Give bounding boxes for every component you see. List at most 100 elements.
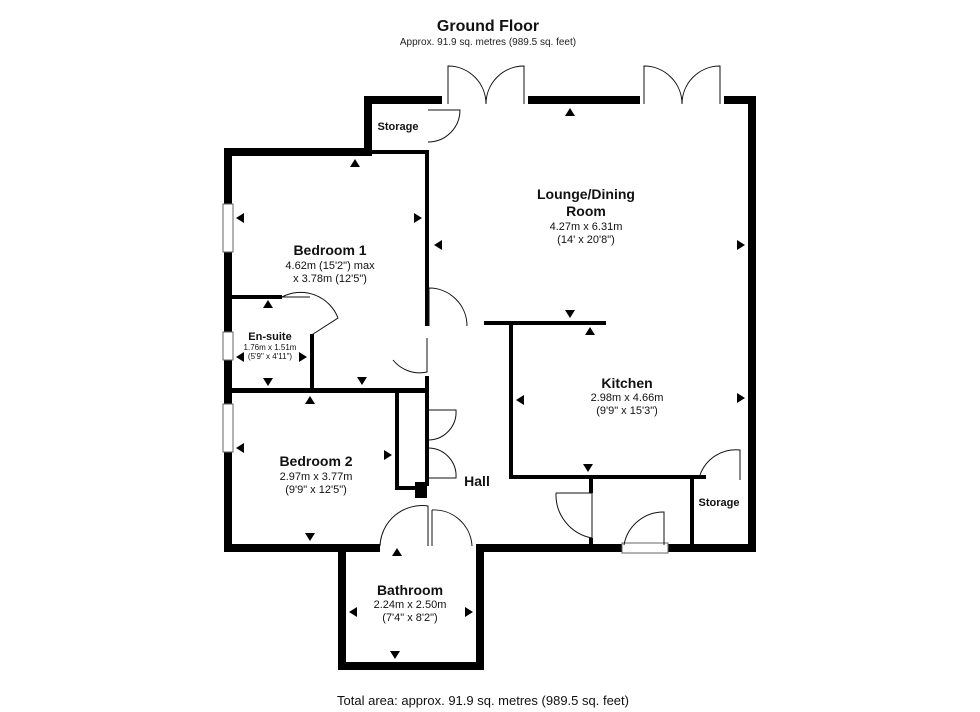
wall-storage-top [364,96,442,104]
arrow-ensuite-top [263,300,273,308]
arrow-kitchen-bottom [583,464,593,472]
plan-title: Ground Floor [437,18,539,35]
arrow-bed1-right [414,213,422,223]
arrow-kitchen-top [585,327,595,335]
room-kitchen: Kitchen 2.98m x 4.66m (9'9" x 15'3") [591,375,664,417]
window-bedroom2 [222,403,234,453]
wall-bath-bottom [338,662,484,670]
total-area-footer: Total area: approx. 91.9 sq. metres (989… [337,693,629,708]
bedroom1-dim-line1: 4.62m (15'2") max [285,260,375,272]
arrow-bed2-bottom [305,533,315,541]
wall-storage-right-left [690,475,694,545]
room-lounge: Lounge/Dining Room 4.27m x 6.31m (14' x … [537,186,635,246]
bedroom2-dim-imperial: (9'9" x 12'5") [285,484,347,496]
arrow-bed2-right [384,450,392,460]
windows [222,203,669,554]
window-bedroom1 [222,203,234,253]
door-kitchen [555,492,593,539]
wall-bath-left [338,544,346,670]
storage-right-name: Storage [699,497,740,509]
ensuite-dim-imperial: (5'9" x 4'11") [248,352,292,361]
door-lounge [428,287,468,327]
door-bedroom2 [379,505,429,547]
doors [281,65,741,547]
wall-storage-left [364,96,372,156]
door-storage-top [427,109,461,143]
kitchen-dim-metric: 2.98m x 4.66m [591,392,664,404]
wall-lounge-top-right [724,96,756,104]
header: Ground Floor Approx. 91.9 sq. metres (98… [400,18,576,48]
wall-kitchen-top [484,321,606,325]
wall-bed1-top [224,148,372,156]
wall-bottom-hall [476,544,622,552]
door-cupboard-b [428,447,457,479]
arrow-bed2-top [305,396,315,404]
arrow-ensuite-right [299,352,307,362]
bathroom-dim-metric: 2.24m x 2.50m [374,599,447,611]
lounge-dim-metric: 4.27m x 6.31m [550,221,623,233]
bedroom1-name: Bedroom 1 [293,242,366,258]
storage-top-name: Storage [378,121,419,133]
door-bedroom1 [392,338,428,374]
wall-right [748,96,756,552]
wall-bed1-right [425,150,429,326]
wall-left-3 [224,360,232,404]
room-bathroom: Bathroom 2.24m x 2.50m (7'4" x 8'2") [374,582,447,624]
wall-bottom-bed2 [224,544,380,552]
door-ensuite [281,291,339,337]
ensuite-dim-metric: 1.76m x 1.51m [244,343,297,352]
wall-bed2-right [395,392,399,488]
wall-ensuite-top [232,295,282,299]
arrow-ensuite-left [236,352,244,362]
wall-storage-right-top [690,475,706,479]
lounge-dim-imperial: (14' x 20'8") [557,234,615,246]
french-door-left-a [447,65,487,105]
wall-lounge-top-mid [528,96,640,104]
arrow-bath-right [465,607,473,617]
french-door-left-b [485,65,525,105]
arrow-bath-left [349,607,357,617]
plan-subtitle: Approx. 91.9 sq. metres (989.5 sq. feet) [400,37,576,48]
french-door-right-a [643,65,683,105]
wall-bed2-right-bottom [395,486,415,490]
door-bathroom [431,509,473,547]
wall-bed2-top [232,388,428,393]
arrow-bath-top [392,548,402,556]
arrow-kitchen-left [516,395,524,405]
wall-bottom-right [668,544,756,552]
window-front [621,542,669,554]
arrow-bed1-bottom [357,377,367,385]
wall-hall-stub-2 [589,538,593,546]
door-storage-right [699,449,741,480]
bathroom-dim-imperial: (7'4" x 8'2") [382,612,437,624]
wall-kitchen-left [509,321,513,479]
room-bedroom1: Bedroom 1 4.62m (15'2") max x 3.78m (12'… [285,242,375,285]
arrow-ensuite-bottom [263,378,273,386]
kitchen-name: Kitchen [601,375,652,391]
french-door-right-b [681,65,721,105]
ensuite-name: En-suite [248,331,291,343]
lounge-name-line2: Room [566,203,606,219]
wall-ensuite-right [310,334,314,390]
wall-kitchen-bottom [509,475,695,479]
room-storage-right: Storage [699,497,740,509]
arrow-lounge-top [565,108,575,116]
room-storage-top: Storage [378,121,419,133]
bathroom-name: Bathroom [377,582,443,598]
door-front [623,511,665,546]
lounge-name-line1: Lounge/Dining [537,186,635,202]
wall-column [415,482,427,498]
room-ensuite: En-suite 1.76m x 1.51m (5'9" x 4'11") [244,331,297,361]
bedroom2-dim-metric: 2.97m x 3.77m [280,471,353,483]
window-ensuite [222,331,234,361]
walls [224,96,756,670]
arrow-bath-bottom [390,651,400,659]
room-bedroom2: Bedroom 2 2.97m x 3.77m (9'9" x 12'5") [279,453,352,496]
bedroom1-dim-line2: x 3.78m (12'5") [293,273,367,285]
wall-hall-cupboard [425,410,429,486]
door-cupboard-a [428,409,457,441]
wall-storage-bottom [372,150,428,154]
arrow-lounge-bottom [565,310,575,318]
arrow-bed1-top [350,159,360,167]
